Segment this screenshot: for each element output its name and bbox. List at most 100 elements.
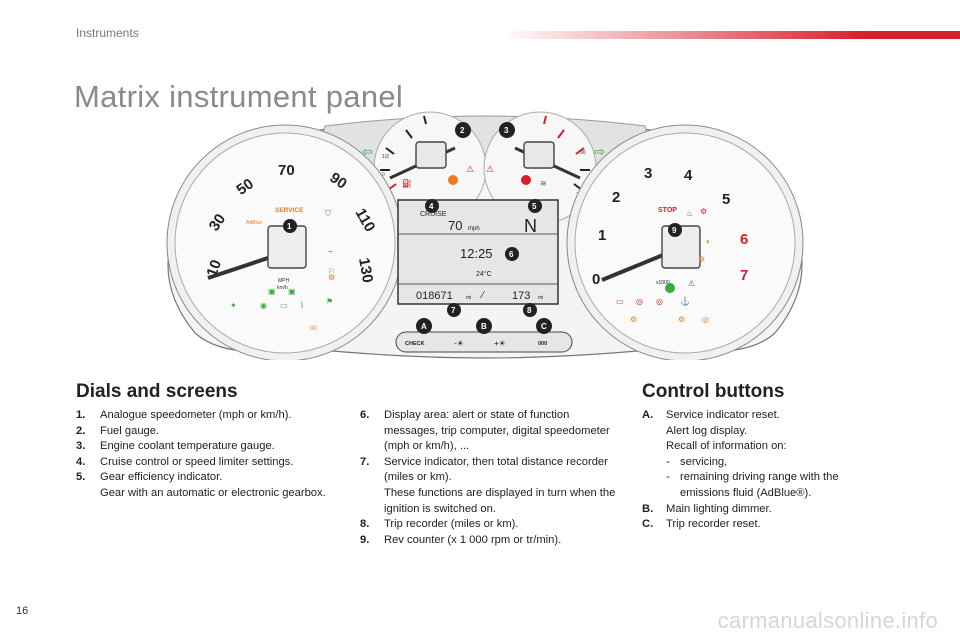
- rev-multiplier: x1000: [656, 280, 670, 286]
- svg-text:⌁: ⌁: [328, 247, 333, 256]
- list-item: 7.Service indicator, then total distance…: [360, 455, 616, 515]
- speed-tick-90: 90: [326, 169, 349, 192]
- rev-tick-4: 4: [684, 167, 693, 184]
- svg-text:⚙: ⚙: [698, 255, 705, 264]
- svg-text:◎: ◎: [656, 297, 663, 306]
- svg-text:≋: ≋: [540, 179, 547, 188]
- svg-text:♨: ♨: [686, 209, 693, 218]
- rev-tick-1: 1: [598, 227, 606, 244]
- display-temperature: 24°C: [476, 270, 492, 278]
- callout-4: 4: [429, 202, 434, 211]
- svg-text:⚙: ⚙: [328, 273, 335, 282]
- callout-b: B: [481, 322, 487, 331]
- central-display: CRUISE 70 mph N 12:25 24°C 018671 mi 173…: [397, 199, 559, 305]
- svg-text:⚙: ⚙: [678, 315, 685, 324]
- fuel-warning-lamp: [448, 175, 458, 185]
- seatbelt-icon: ⚠: [466, 164, 474, 174]
- callout-1-badge: [283, 219, 297, 233]
- display-speed: 70: [448, 218, 462, 233]
- svg-text:⛽: ⛽: [402, 178, 412, 188]
- control-buttons: CHECK -☀ +☀ 000 A B C: [395, 318, 573, 353]
- callout-5: 5: [532, 202, 537, 211]
- svg-text:▭: ▭: [280, 301, 288, 310]
- callout-2: 2: [460, 126, 465, 135]
- display-odometer: 018671: [416, 290, 453, 302]
- svg-text:⚙: ⚙: [630, 315, 637, 324]
- instrument-panel-illustration: 1/2 0 ⛽ 90 70 ≋ ⇦ ⇨ ⚠ ⚠ 10 30 50 70 90: [166, 111, 804, 360]
- green-indicator-lamp: [665, 283, 675, 293]
- rev-tick-3: 3: [644, 165, 652, 182]
- list-item: 6.Display area: alert or state of functi…: [360, 409, 610, 453]
- speed-unit: MPH: [278, 278, 290, 284]
- adblue-label: AdBlue: [246, 220, 262, 226]
- left-indicator-icon: ⇦: [362, 144, 373, 159]
- rev-tick-0: 0: [592, 271, 600, 288]
- check-button-label: CHECK: [405, 341, 425, 347]
- svg-text:▭: ▭: [616, 297, 624, 306]
- plus-button-label: +☀: [494, 339, 506, 348]
- list-item: 5.Gear efficiency indicator.Gear with an…: [76, 471, 326, 499]
- speed-tick-130: 130: [355, 257, 376, 285]
- rev-tick-6: 6: [740, 231, 748, 248]
- fuel-half-label: 1/2: [382, 154, 389, 160]
- rev-tick-7: 7: [740, 267, 748, 284]
- page-title: Matrix instrument panel: [74, 78, 404, 114]
- display-speed-unit: mph: [468, 226, 480, 232]
- display-range: 173: [512, 290, 530, 302]
- controls-list: A. Service indicator reset. Alert log di…: [642, 408, 882, 533]
- callout-6: 6: [509, 250, 514, 259]
- minus-button-label: -☀: [454, 339, 464, 348]
- svg-text:▣: ▣: [268, 287, 276, 296]
- svg-text:⁄: ⁄: [479, 290, 485, 301]
- temperature-warning-lamp: [521, 175, 531, 185]
- service-label: SERVICE: [275, 207, 304, 214]
- list-item: 4.Cruise control or speed limiter settin…: [76, 455, 294, 468]
- callout-c: C: [541, 322, 547, 331]
- display-clock: 12:25: [460, 246, 493, 261]
- dials-list-col1: 1.Analogue speedometer (mph or km/h). 2.…: [76, 408, 338, 502]
- speed-unit-2: km/h: [277, 285, 288, 291]
- right-indicator-icon: ⇨: [594, 144, 605, 159]
- temp-high-label: 90: [580, 150, 586, 156]
- list-item: C.Trip recorder reset.: [642, 518, 761, 531]
- display-range-unit: mi: [538, 295, 543, 301]
- svg-text:◉: ◉: [260, 301, 267, 310]
- svg-text:⚓: ⚓: [680, 296, 690, 306]
- controls-heading: Control buttons: [642, 381, 785, 402]
- svg-text:⛉: ⛉: [325, 209, 331, 218]
- callout-7: 7: [451, 306, 456, 315]
- dials-heading: Dials and screens: [76, 381, 238, 402]
- callout-3: 3: [504, 126, 509, 135]
- svg-text:◎: ◎: [702, 315, 709, 324]
- callout-8: 8: [527, 306, 532, 315]
- callout-a: A: [421, 322, 427, 331]
- speedometer: 10 30 50 70 90 110 130 MPH km/h AdBlue S…: [166, 124, 404, 360]
- svg-text:⌇: ⌇: [300, 301, 304, 310]
- svg-text:00: 00: [310, 326, 317, 332]
- page-number: 16: [16, 605, 29, 617]
- rev-counter: 0 1 2 3 4 5 6 7 x1000 STOP 9 ▭◎◎ ♨⚠⚙ ◐⚙ …: [566, 124, 804, 360]
- display-gear: N: [524, 216, 537, 236]
- list-item: 2.Fuel gauge.: [76, 424, 160, 437]
- callout-9-badge: [668, 223, 682, 237]
- header-accent-bar: [500, 31, 960, 39]
- list-item: 1.Analogue speedometer (mph or km/h).: [76, 409, 292, 421]
- list-item: B.Main lighting dimmer.: [642, 502, 772, 515]
- svg-text:⚙: ⚙: [700, 207, 707, 216]
- list-item: 9.Rev counter (x 1 000 rpm or tr/min).: [360, 533, 562, 546]
- rev-tick-5: 5: [722, 191, 730, 208]
- svg-text:⚠: ⚠: [688, 279, 695, 288]
- svg-text:▣: ▣: [288, 287, 296, 296]
- svg-text:⚐: ⚐: [328, 267, 335, 276]
- list-item: 8.Trip recorder (miles or km).: [360, 518, 519, 531]
- svg-text:✦: ✦: [230, 301, 237, 310]
- svg-text:⚑: ⚑: [326, 297, 333, 306]
- watermark: carmanualsonline.info: [717, 608, 938, 633]
- callout-9: 9: [672, 226, 677, 235]
- svg-text:◐: ◐: [706, 237, 711, 246]
- display-cruise-label: CRUISE: [420, 211, 447, 218]
- dials-list-col2: 6.Display area: alert or state of functi…: [360, 408, 618, 548]
- svg-text:0: 0: [382, 172, 385, 178]
- list-item: A. Service indicator reset. Alert log di…: [642, 408, 882, 502]
- rev-tick-2: 2: [612, 189, 620, 206]
